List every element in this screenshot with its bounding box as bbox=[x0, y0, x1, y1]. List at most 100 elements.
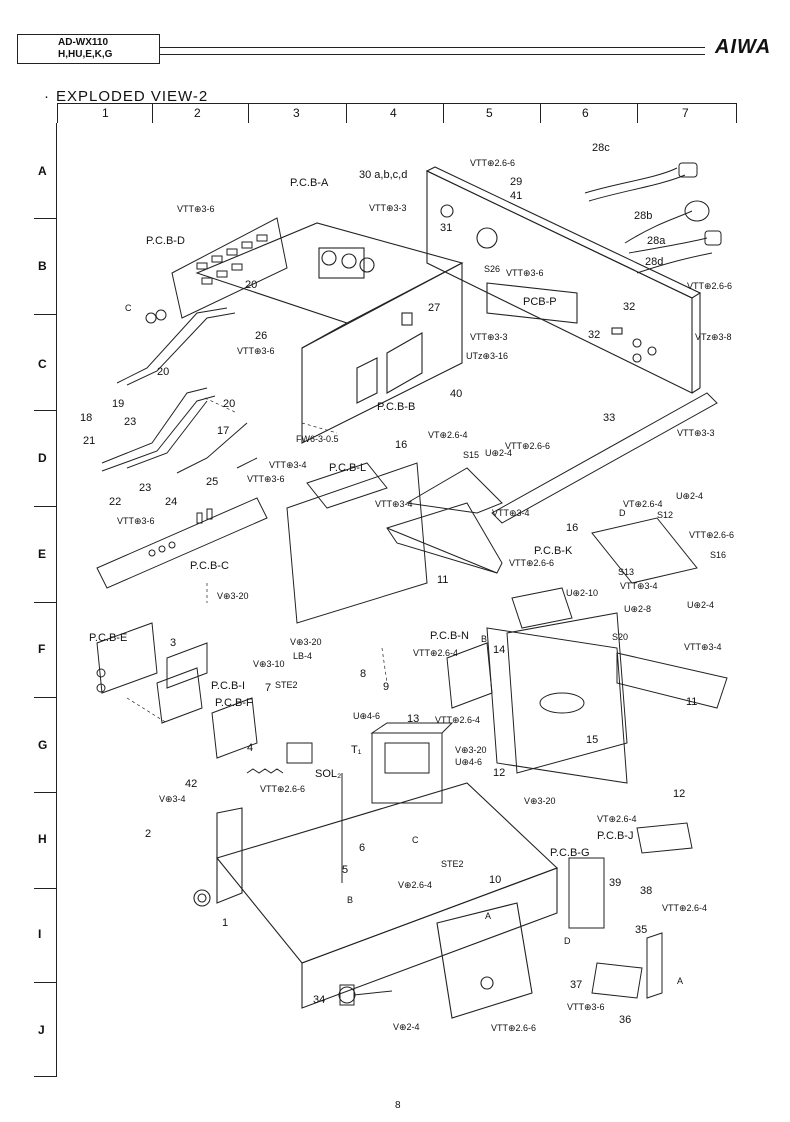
grid-row-tick bbox=[34, 506, 56, 507]
label-screw: VTT⊕2.6-6 bbox=[509, 558, 555, 568]
label-pcb-e: P.C.B-E bbox=[89, 632, 128, 644]
label-part-3: 3 bbox=[170, 637, 177, 649]
label-screw: V⊕3-20 bbox=[455, 745, 487, 755]
label-screw: VTT⊕2.6-4 bbox=[413, 648, 459, 658]
label-part-21: 21 bbox=[83, 435, 96, 447]
label-screw: VTT⊕2.6-6 bbox=[260, 784, 306, 794]
grid-row-tick bbox=[34, 697, 56, 698]
label-screw: VT⊕2.6-4 bbox=[597, 814, 637, 824]
grid-col-label: 6 bbox=[582, 106, 589, 120]
grid-col-label: 1 bbox=[102, 106, 109, 120]
label-screw: V⊕3-10 bbox=[253, 659, 285, 669]
label-screw: VTT⊕3-4 bbox=[269, 460, 307, 470]
label-screw: VTz⊕3-8 bbox=[695, 332, 732, 342]
label-screw: U⊕2-4 bbox=[676, 491, 704, 501]
label-part-26: 26 bbox=[255, 330, 268, 342]
grid-row-tick bbox=[34, 792, 56, 793]
label-part-38: 38 bbox=[640, 885, 653, 897]
label-part-20: 20 bbox=[157, 366, 170, 378]
grid-row-label: F bbox=[38, 642, 46, 656]
label-screw: VTT⊕3-4 bbox=[492, 508, 530, 518]
grid-row-label: J bbox=[38, 1023, 45, 1037]
brand-logo: AIWA bbox=[715, 36, 772, 58]
label-screw: VTT⊕3-6 bbox=[117, 516, 155, 526]
bullet-dot: · bbox=[44, 88, 50, 105]
label-part-25: 25 bbox=[206, 476, 219, 488]
grid-col-label: 4 bbox=[390, 106, 397, 120]
connector-marker-b: B bbox=[481, 634, 488, 644]
label-screw: VTT⊕2.6-4 bbox=[435, 715, 481, 725]
label-lb: LB-4 bbox=[293, 651, 313, 661]
label-screw: U⊕2-10 bbox=[566, 588, 599, 598]
label-part-10: 10 bbox=[489, 874, 502, 886]
page-title: ·EXPLODED VIEW-2 bbox=[44, 88, 208, 105]
label-part-9: 9 bbox=[383, 681, 390, 693]
grid-top-border bbox=[57, 103, 737, 124]
label-screw: U⊕2-4 bbox=[485, 448, 513, 458]
label-screw: U⊕2-4 bbox=[687, 600, 715, 610]
grid-col-tick bbox=[637, 103, 638, 123]
page-number: 8 bbox=[395, 1100, 401, 1111]
grid-col-tick bbox=[248, 103, 249, 123]
label-part-30: 30 a,b,c,d bbox=[359, 169, 408, 181]
connector-marker-b: B bbox=[347, 895, 354, 905]
label-part-35: 35 bbox=[635, 924, 648, 936]
grid-col-label: 5 bbox=[486, 106, 493, 120]
front-brackets bbox=[386, 392, 728, 709]
grid-row-tick bbox=[34, 602, 56, 603]
label-screw: V⊕3-20 bbox=[217, 591, 249, 601]
power-cords bbox=[584, 162, 722, 274]
label-screw: VTT⊕3-6 bbox=[177, 204, 215, 214]
grid-row-tick bbox=[34, 1076, 56, 1077]
label-pcb-i: P.C.B-I bbox=[211, 680, 246, 692]
grid-row-tick bbox=[34, 888, 56, 889]
model-number: AD-WX110 bbox=[58, 37, 109, 48]
label-screw: VTT⊕3-4 bbox=[375, 499, 413, 509]
pcb-e-f-i bbox=[96, 622, 258, 759]
label-part-5: 5 bbox=[342, 864, 349, 876]
model-box: AD-WX110 H,HU,E,K,G bbox=[17, 34, 160, 64]
connector-marker-c: C bbox=[125, 303, 132, 313]
grid-row-tick bbox=[34, 218, 56, 219]
label-switch-s15: S15 bbox=[463, 450, 480, 460]
label-pcb-c: P.C.B-C bbox=[190, 560, 229, 572]
label-ste: STE2 bbox=[275, 680, 298, 690]
label-screw: VTT⊕2.6-4 bbox=[662, 903, 708, 913]
model-variants: H,HU,E,K,G bbox=[58, 49, 113, 60]
label-part-17: 17 bbox=[217, 425, 230, 437]
label-transformer: T₁ bbox=[351, 744, 362, 756]
connector-marker-c: C bbox=[412, 835, 419, 845]
label-part-31: 31 bbox=[440, 222, 453, 234]
leader-lines bbox=[126, 397, 388, 724]
rear-panel bbox=[425, 166, 702, 394]
label-pcb-g: P.C.B-G bbox=[550, 847, 590, 859]
main-pcb-box bbox=[195, 222, 464, 444]
grid-col-tick bbox=[152, 103, 153, 123]
label-part-16: 16 bbox=[395, 439, 408, 451]
label-screw: VTT⊕3-6 bbox=[247, 474, 285, 484]
label-part-27: 27 bbox=[428, 302, 441, 314]
label-part-37: 37 bbox=[570, 979, 583, 991]
label-part-32: 32 bbox=[623, 301, 636, 313]
label-screw: VTT⊕3-3 bbox=[677, 428, 715, 438]
label-part-11: 11 bbox=[686, 696, 698, 708]
label-screw: V⊕3-20 bbox=[290, 637, 322, 647]
transformer bbox=[370, 722, 454, 804]
label-part-36: 36 bbox=[619, 1014, 632, 1026]
ribbon-cables bbox=[101, 307, 258, 474]
label-part-24: 24 bbox=[165, 496, 178, 508]
label-part-23: 23 bbox=[124, 416, 137, 428]
label-part-40: 40 bbox=[450, 388, 463, 400]
label-part-20: 20 bbox=[245, 279, 258, 291]
label-part-18: 18 bbox=[80, 412, 93, 424]
label-screw: VTT⊕3-4 bbox=[684, 642, 722, 652]
label-washer: FW6-3-0.5 bbox=[296, 434, 339, 444]
main-chassis-frame bbox=[193, 782, 559, 1019]
label-part-16: 16 bbox=[566, 522, 579, 534]
pcb-l-and-c bbox=[96, 462, 428, 624]
label-screw: U⊕4-6 bbox=[353, 711, 381, 721]
label-part-19: 19 bbox=[112, 398, 125, 410]
header-rule bbox=[160, 47, 705, 55]
grid-row-label: H bbox=[38, 832, 47, 846]
label-screw: VT⊕2.6-4 bbox=[623, 499, 663, 509]
